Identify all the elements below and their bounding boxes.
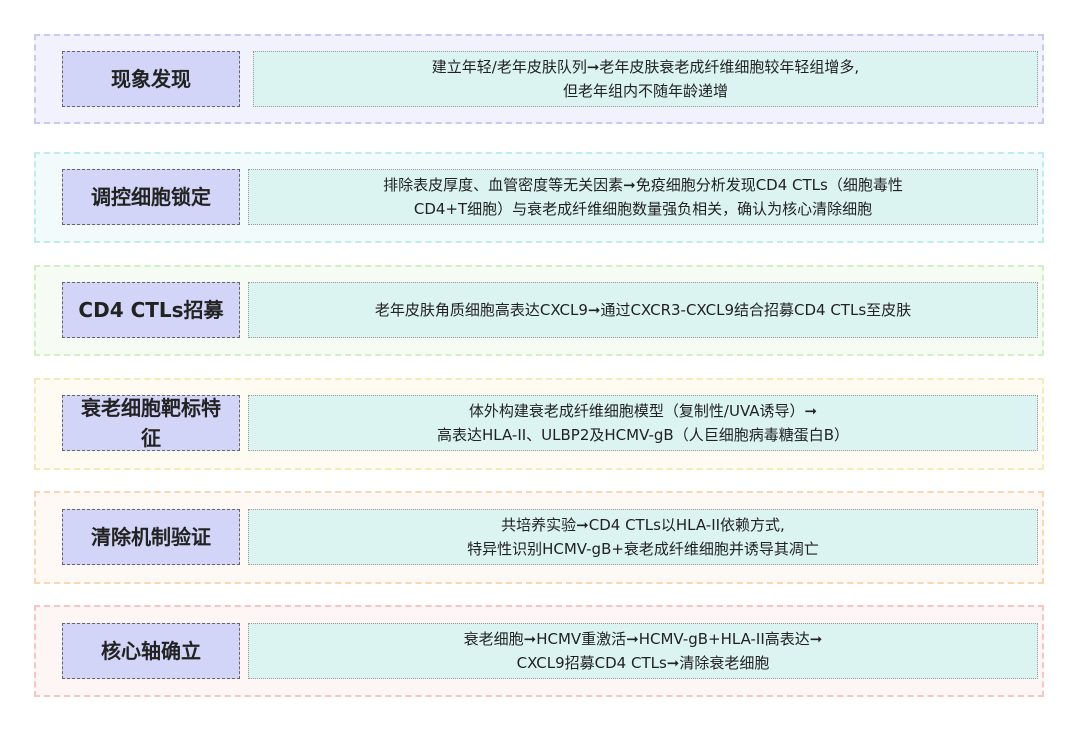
content-line: 高表达HLA-II、ULBP2及HCMV-gB（人巨细胞病毒糖蛋白B） — [437, 426, 849, 444]
stage-label: 调控细胞锁定 — [62, 169, 240, 225]
stage-row-3: CD4 CTLs招募 老年皮肤角质细胞高表达CXCL9➞通过CXCR3-CXCL… — [34, 265, 1044, 356]
content-line: 体外构建衰老成纤维细胞模型（复制性/UVA诱导）➞ — [468, 402, 818, 420]
content-line: 但老年组内不随年龄递增 — [562, 82, 728, 100]
stage-content: 共培养实验➞CD4 CTLs以HLA-II依赖方式, 特异性识别HCMV-gB+… — [248, 509, 1038, 565]
stage-content: 排除表皮厚度、血管密度等无关因素➞免疫细胞分析发现CD4 CTLs（细胞毒性 C… — [248, 169, 1038, 225]
content-line: CXCL9招募CD4 CTLs➞清除衰老细胞 — [516, 654, 770, 672]
stage-label: 衰老细胞靶标特征 — [62, 395, 240, 451]
content-line: CD4+T细胞）与衰老成纤维细胞数量强负相关，确认为核心清除细胞 — [413, 200, 873, 218]
stage-label: 核心轴确立 — [62, 623, 240, 679]
stage-content: 体外构建衰老成纤维细胞模型（复制性/UVA诱导）➞ 高表达HLA-II、ULBP… — [248, 395, 1038, 451]
stage-label: 现象发现 — [62, 51, 240, 107]
stage-row-2: 调控细胞锁定 排除表皮厚度、血管密度等无关因素➞免疫细胞分析发现CD4 CTLs… — [34, 152, 1044, 243]
content-line: 老年皮肤角质细胞高表达CXCL9➞通过CXCR3-CXCL9结合招募CD4 CT… — [374, 301, 912, 319]
stage-label: 清除机制验证 — [62, 509, 240, 565]
content-line: 排除表皮厚度、血管密度等无关因素➞免疫细胞分析发现CD4 CTLs（细胞毒性 — [383, 176, 903, 194]
content-line: 特异性识别HCMV-gB+衰老成纤维细胞并诱导其凋亡 — [467, 540, 819, 558]
stage-row-4: 衰老细胞靶标特征 体外构建衰老成纤维细胞模型（复制性/UVA诱导）➞ 高表达HL… — [34, 378, 1044, 470]
stage-row-6: 核心轴确立 衰老细胞➞HCMV重激活➞HCMV-gB+HLA-II高表达➞ CX… — [34, 605, 1044, 697]
content-line: 共培养实验➞CD4 CTLs以HLA-II依赖方式, — [501, 516, 785, 534]
stage-content: 建立年轻/老年皮肤队列➞老年皮肤衰老成纤维细胞较年轻组增多, 但老年组内不随年龄… — [253, 51, 1038, 107]
stage-row-5: 清除机制验证 共培养实验➞CD4 CTLs以HLA-II依赖方式, 特异性识别H… — [34, 491, 1044, 584]
stage-content: 衰老细胞➞HCMV重激活➞HCMV-gB+HLA-II高表达➞ CXCL9招募C… — [248, 623, 1038, 679]
stage-label: CD4 CTLs招募 — [62, 282, 240, 338]
stage-content: 老年皮肤角质细胞高表达CXCL9➞通过CXCR3-CXCL9结合招募CD4 CT… — [248, 282, 1038, 338]
content-line: 衰老细胞➞HCMV重激活➞HCMV-gB+HLA-II高表达➞ — [463, 630, 823, 648]
stage-row-1: 现象发现 建立年轻/老年皮肤队列➞老年皮肤衰老成纤维细胞较年轻组增多, 但老年组… — [34, 34, 1044, 124]
content-line: 建立年轻/老年皮肤队列➞老年皮肤衰老成纤维细胞较年轻组增多, — [431, 58, 860, 76]
